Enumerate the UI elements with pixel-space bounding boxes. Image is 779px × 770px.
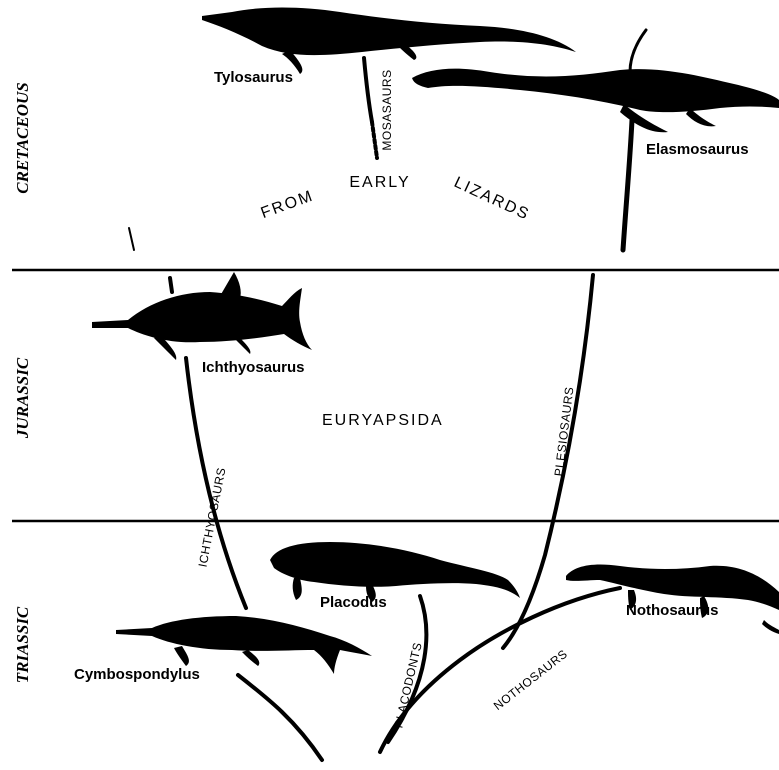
lineage-label-placodonts: PLACODONTS: [391, 641, 424, 730]
lineage-label-ichthyosaurs: ICHTHYOSAURS: [196, 466, 229, 568]
mosasaur-branch: [364, 58, 372, 122]
nothosaurus-silhouette: [566, 564, 779, 634]
ichthyosaur-stub-top: [170, 278, 172, 292]
label-cymbospondylus: Cymbospondylus: [74, 666, 200, 683]
ichthyosaurus-silhouette: [92, 272, 312, 360]
lineage-label-mosasaurs: MOSASAURS: [380, 69, 394, 150]
period-label-cretaceous: CRETACEOUS: [13, 82, 32, 194]
mosasaur-dotted-base: [372, 122, 377, 158]
plesiosaur-top-hook: [630, 30, 646, 72]
label-nothosaurus: Nothosaurus: [626, 602, 719, 619]
group-label-euryapsida: EURYAPSIDA: [322, 412, 444, 429]
origin-word-lizards: LIZARDS: [451, 174, 532, 224]
label-placodus: Placodus: [320, 594, 387, 611]
cymbospondylus-branch: [238, 675, 322, 760]
period-label-triassic: TRIASSIC: [13, 606, 32, 683]
origin-word-from: FROM: [259, 187, 317, 222]
label-tylosaurus: Tylosaurus: [214, 69, 293, 86]
label-ichthyosaurus: Ichthyosaurus: [202, 359, 305, 376]
placodus-silhouette: [270, 542, 520, 602]
period-label-jurassic: JURASSIC: [13, 357, 32, 439]
lizard-stroke-left: [129, 228, 134, 250]
elasmosaurus-silhouette: [412, 69, 779, 133]
tylosaurus-silhouette: [202, 8, 576, 75]
origin-word-early: EARLY: [349, 174, 410, 191]
label-elasmosaurus: Elasmosaurus: [646, 141, 749, 158]
plesiosaur-upper-branch: [623, 120, 632, 250]
lineage-label-nothosaurs: NOTHOSAURS: [491, 647, 570, 713]
